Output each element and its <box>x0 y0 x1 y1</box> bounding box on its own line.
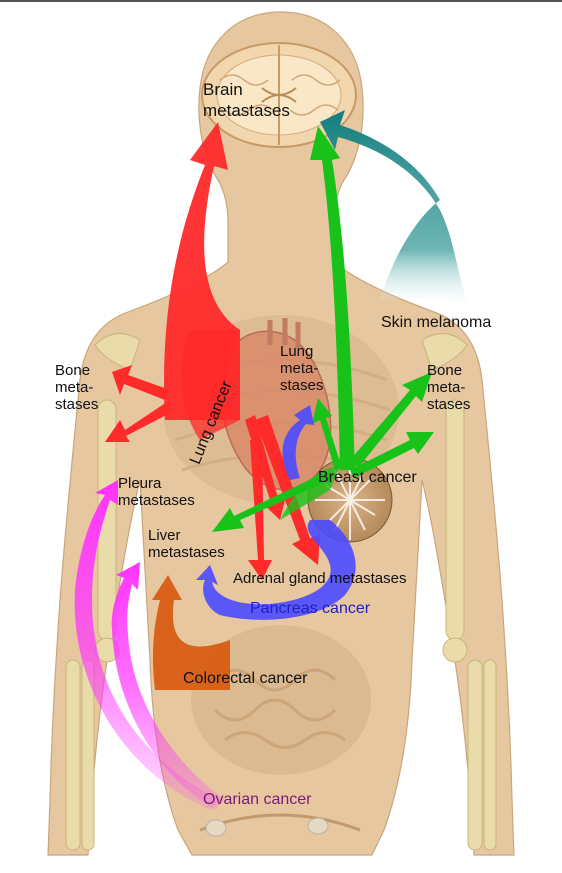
pancreas-cancer-label: Pancreas cancer <box>250 600 371 617</box>
breast-cancer-label: Breast cancer <box>318 469 417 486</box>
liver-line2: metastases <box>148 544 225 561</box>
bone-left-line1: Bone <box>55 362 91 379</box>
colorectal-cancer-label: Colorectal cancer <box>183 670 308 687</box>
lung-meta-line2: meta- <box>280 360 319 377</box>
pleura-line1: Pleura <box>118 475 162 492</box>
brain-icon <box>201 42 357 148</box>
bone-metastases-right-label: Bone meta- stases <box>427 362 470 413</box>
bone-left-line2: meta- <box>55 379 94 396</box>
ovarian-cancer-arrows <box>74 480 225 810</box>
brain-label-line1: Brain <box>203 80 243 99</box>
bone-metastases-left-label: Bone meta- stases <box>55 362 98 413</box>
top-border <box>0 0 562 2</box>
lung-metastases-label: Lung meta- stases <box>280 343 323 394</box>
pancreas-cancer-arrows <box>196 405 356 620</box>
brain-label-line2: metastases <box>203 101 290 120</box>
intestines-icon <box>191 625 371 837</box>
liver-metastases-label: Liver metastases <box>148 527 225 561</box>
breast-cancer-arrows <box>212 126 434 532</box>
lung-meta-line3: stases <box>280 377 324 394</box>
bone-right-line1: Bone <box>427 362 463 379</box>
ovarian-cancer-label: Ovarian cancer <box>203 791 312 808</box>
pleura-line2: metastases <box>118 492 195 509</box>
skin-melanoma-arrow <box>320 110 470 310</box>
skeleton-arms-icon <box>65 333 497 851</box>
colorectal-cancer-arrow <box>152 575 230 690</box>
bone-right-line2: meta- <box>427 379 466 396</box>
adrenal-gland-metastases-label: Adrenal gland metastases <box>233 570 407 587</box>
brain-metastases-label: Brain metastases <box>203 79 290 121</box>
bone-left-line3: stases <box>55 396 99 413</box>
lung-meta-line1: Lung <box>280 343 314 360</box>
liver-line1: Liver <box>148 527 181 544</box>
skin-melanoma-label: Skin melanoma <box>381 314 492 331</box>
pleura-metastases-label: Pleura metastases <box>118 475 195 509</box>
bone-right-line3: stases <box>427 396 471 413</box>
